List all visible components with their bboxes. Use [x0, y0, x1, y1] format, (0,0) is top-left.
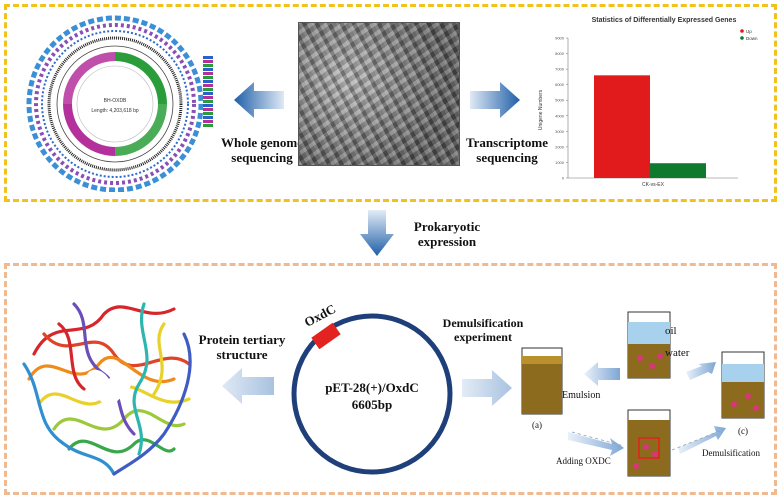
circular-genome-map: BH-OXDB Length: 4,203,618 bp	[26, 15, 204, 192]
y-tick-label: 5000	[555, 98, 565, 103]
arrow-to-enzyme-icon	[568, 432, 624, 456]
y-tick-label: 4000	[555, 113, 565, 118]
genome-length: Length: 4,203,618 bp	[91, 108, 138, 114]
arrow-down-icon	[360, 210, 394, 256]
dashed-connector	[571, 431, 625, 447]
beaker-c	[721, 351, 765, 419]
legend-up-swatch	[740, 29, 744, 33]
chart-legend: Up Down	[740, 29, 758, 41]
y-tick-label: 1000	[555, 160, 565, 165]
arrow-to-c-icon	[678, 426, 726, 454]
y-tick-label: 2000	[555, 144, 565, 149]
arrow-right-icon	[462, 370, 512, 406]
x-category-label: CK-vs-EX	[642, 182, 665, 188]
oil-label: oil	[665, 325, 677, 337]
genome-name: BH-OXDB	[104, 98, 127, 104]
y-tick-label: 6000	[555, 82, 565, 87]
demulsification-schematic: (a) oil water (c) Emulsion Adding OXDC D…	[521, 311, 765, 477]
dashed-connector	[671, 429, 723, 451]
y-tick-label: 9000	[555, 36, 565, 41]
y-tick-label: 0	[562, 176, 565, 181]
water-label: water	[665, 347, 690, 359]
y-tick-label: 3000	[555, 129, 565, 134]
arrow-right-icon	[470, 82, 520, 118]
oxdc-gene-block	[311, 322, 341, 350]
chart-ylabel: Unigene Numbers	[538, 89, 544, 130]
arrow-left-icon	[234, 82, 284, 118]
prokaryotic-expression-label: Prokaryotic expression	[413, 219, 481, 249]
arrow-to-a-icon	[584, 362, 620, 386]
genome-legend	[203, 56, 213, 128]
sem-micrograph	[298, 22, 460, 166]
protein-panel	[4, 263, 777, 495]
demulsification-label: Demulsification	[702, 448, 760, 458]
emulsion-label: Emulsion	[562, 390, 600, 401]
arrow-left-icon	[222, 368, 274, 404]
legend-down-swatch	[740, 36, 744, 40]
arrow-to-oil-water-icon	[686, 362, 716, 380]
beaker-a	[521, 347, 563, 415]
y-tick-label: 7000	[555, 67, 565, 72]
beaker-enzyme	[627, 409, 671, 477]
plasmid-size: 6605bp	[352, 397, 392, 412]
plasmid-name: pET-28(+)/OxdC	[325, 380, 419, 395]
bar-down	[650, 163, 706, 178]
y-tick-label: 8000	[555, 51, 565, 56]
bar-up	[594, 75, 650, 178]
whole-genome-label: Whole genome sequencing	[221, 135, 303, 165]
transcriptome-label: Transcriptome sequencing	[465, 135, 549, 165]
beaker-oil-water	[627, 311, 671, 379]
protein-structure-image	[22, 302, 192, 476]
beaker-c-label: (c)	[738, 426, 748, 436]
adding-oxdc-label: Adding OXDC	[556, 456, 611, 466]
genomics-panel	[4, 4, 777, 202]
protein-structure-label: Protein tertiary structure	[198, 332, 286, 362]
plasmid-map: OxdC pET-28(+)/OxdC 6605bp	[291, 301, 453, 475]
plasmid-ring	[291, 313, 453, 475]
demulsification-experiment-label: Demulsification experiment	[442, 316, 524, 344]
beaker-a-label: (a)	[532, 420, 542, 430]
legend-down-label: Down	[746, 36, 758, 41]
chart-title: Statistics of Differentially Expressed G…	[592, 17, 737, 24]
deg-bar-chart: Statistics of Differentially Expressed G…	[538, 17, 758, 188]
legend-up-label: Up	[746, 29, 752, 34]
